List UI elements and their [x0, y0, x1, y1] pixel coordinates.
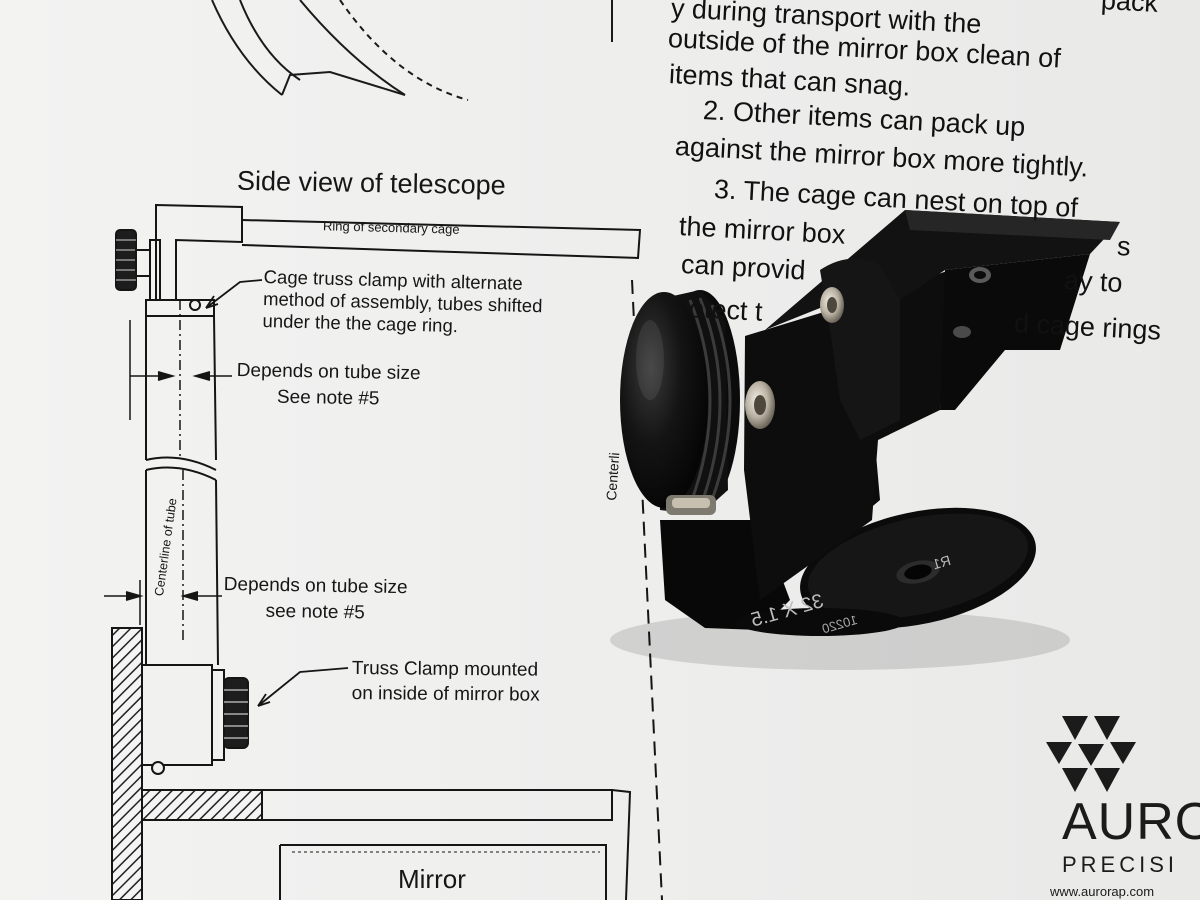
right-text-line-8: can provid — [680, 248, 807, 286]
cage-ring-drawing — [115, 203, 642, 317]
truss-tube-lower — [104, 470, 222, 666]
truss-clamp-photo — [610, 210, 1120, 670]
tube-note-1-line-2: See note #5 — [276, 386, 380, 410]
mount-note-line-1: Truss Clamp mounted — [351, 657, 539, 681]
tube-note-2-line-2: see note #5 — [265, 600, 366, 624]
tube-note-1-line-1: Depends on tube size — [236, 359, 421, 385]
logo-icon — [1046, 716, 1136, 792]
clamp-note: Cage truss clamp with alternate method o… — [262, 266, 543, 339]
tube-note-2: Depends on tube size see note #5 — [223, 572, 408, 627]
right-text-line-9: otect t — [688, 292, 764, 327]
logo-tagline: PRECISI — [1062, 852, 1179, 877]
right-text-fragment-s: s — [1116, 230, 1132, 262]
tube-note-2-line-1: Depends on tube size — [223, 573, 408, 599]
right-text-fragment-pack: pack — [1100, 0, 1159, 18]
top-sketch — [211, 0, 613, 101]
right-text-fragment-away: ay to — [1063, 264, 1124, 299]
logo-wordmark: AURO — [1062, 793, 1200, 851]
logo-url: www.aurorap.com — [1050, 884, 1155, 899]
mirror-box-drawing — [111, 627, 632, 900]
tube-note-1: Depends on tube size See note #5 — [236, 358, 421, 413]
mount-note-line-2: on inside of mirror box — [351, 682, 540, 706]
centerline-dashed — [631, 279, 663, 900]
drawing-heading: Side view of telescope — [236, 165, 506, 201]
centerline-partial-label: Centerli — [603, 451, 623, 502]
right-text-line-10: d cage rings — [1013, 307, 1162, 346]
mirror-label: Mirror — [398, 864, 466, 894]
truss-tube-upper — [129, 300, 232, 481]
mount-note: Truss Clamp mounted on inside of mirror … — [352, 656, 540, 708]
leader-lines — [205, 279, 349, 707]
